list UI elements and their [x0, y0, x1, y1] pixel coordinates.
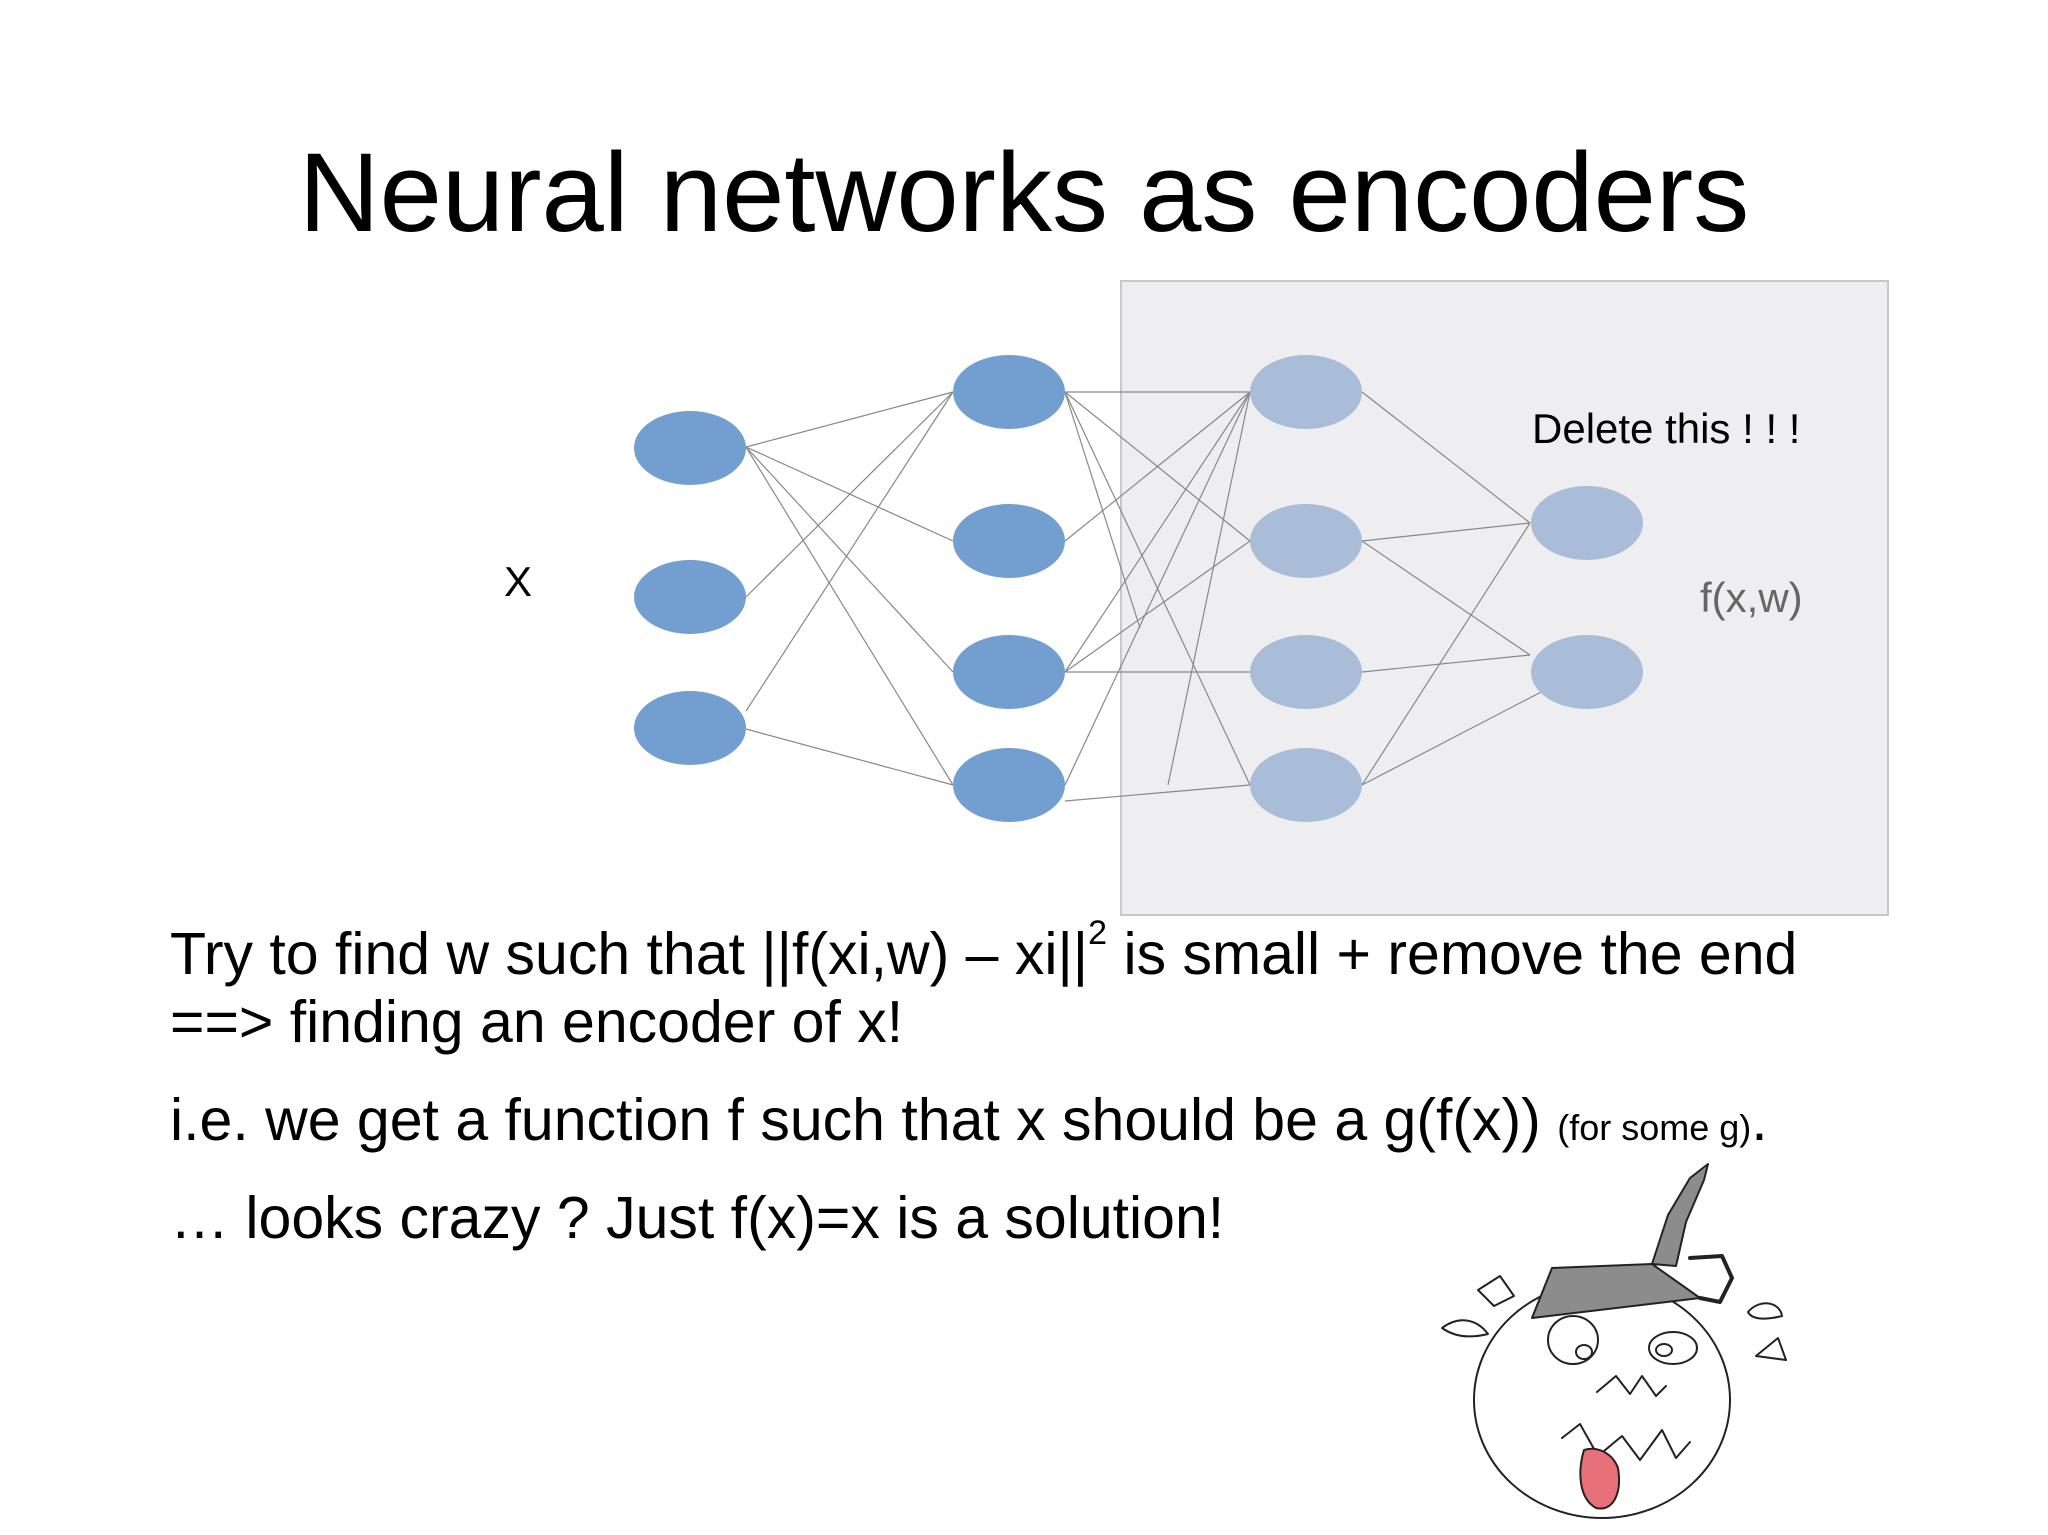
output-layer [1531, 486, 1643, 709]
hidden1-node-3 [953, 635, 1065, 709]
input-layer [634, 411, 746, 765]
body-line-3-small: (for some g) [1557, 1107, 1752, 1148]
input-node-2 [634, 560, 746, 634]
hidden-layer-1 [953, 355, 1065, 822]
hidden2-node-1 [1250, 355, 1362, 429]
page-title: Neural networks as encoders [298, 130, 1750, 255]
hidden2-node-2 [1250, 504, 1362, 578]
body-line-2: ==> finding an encoder of x! [170, 989, 904, 1055]
hidden1-node-1 [953, 355, 1065, 429]
input-node-1 [634, 411, 746, 485]
body-line-3-end: . [1751, 1087, 1768, 1153]
body-line-3: i.e. we get a function f such that x sho… [170, 1086, 1768, 1162]
body-line-1-a: Try to find w such that ||f(xi,w) – xi|| [170, 921, 1089, 987]
hidden1-node-2 [953, 504, 1065, 578]
output-label: f(x,w) [1700, 574, 1803, 621]
input-node-3 [634, 691, 746, 765]
delete-label: Delete this ! ! ! [1532, 405, 1800, 452]
output-node-1 [1531, 486, 1643, 560]
body-line-3-main: i.e. we get a function f such that x sho… [170, 1087, 1558, 1153]
tongue [1579, 1447, 1620, 1510]
hidden1-node-4 [953, 748, 1065, 822]
body-line-1: Try to find w such that ||f(xi,w) – xi||… [170, 916, 1798, 988]
output-node-2 [1531, 635, 1643, 709]
hidden2-node-4 [1250, 748, 1362, 822]
body-line-4: … looks crazy ? Just f(x)=x is a solutio… [170, 1185, 1225, 1251]
exponent: 2 [1088, 914, 1108, 952]
body-line-1-b: is small + remove the end [1107, 921, 1798, 987]
input-label: X [504, 558, 532, 605]
hidden2-node-3 [1250, 635, 1362, 709]
hidden-layer-2 [1250, 355, 1362, 822]
delete-region-box [1120, 280, 1889, 916]
funnel-hat-face-illustration [1441, 1163, 1787, 1519]
network-edges [745, 391, 1546, 802]
